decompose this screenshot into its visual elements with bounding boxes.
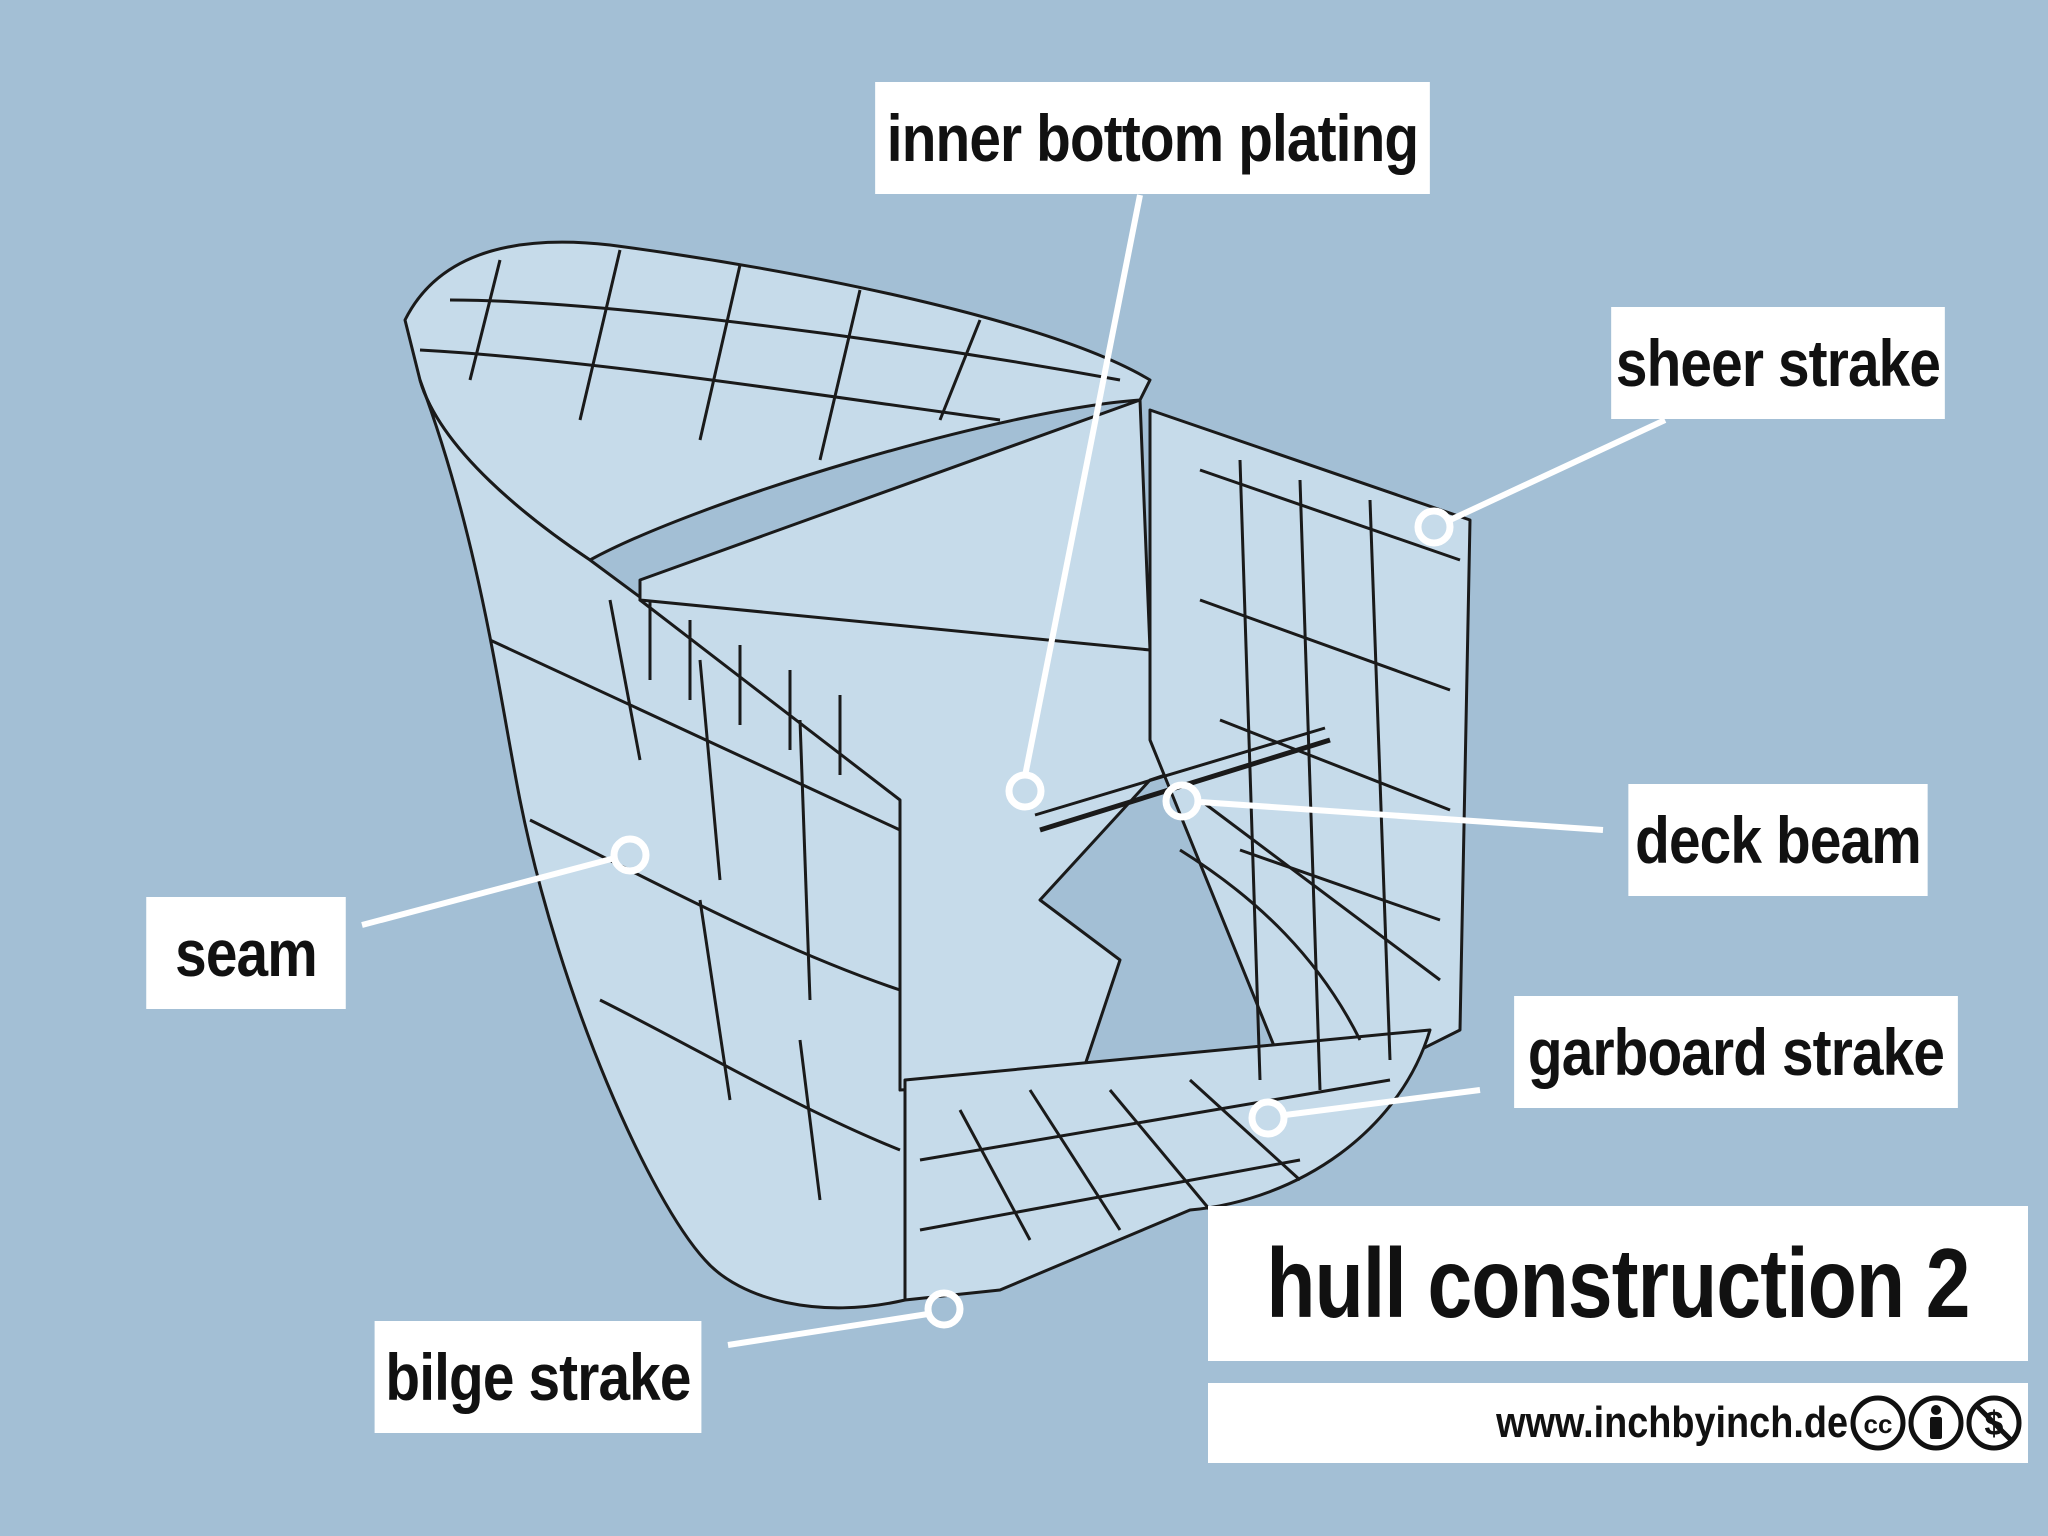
label-sheer-strake: sheer strake: [1611, 307, 1945, 419]
noncommercial-icon: $: [1966, 1395, 2022, 1451]
diagram-title: hull construction 2: [1266, 1228, 1970, 1338]
outer-shell: [418, 378, 907, 1310]
license-icons: cc $: [1850, 1395, 2022, 1451]
label-deck-beam: deck beam: [1628, 784, 1928, 896]
marker-deck-beam: [1162, 781, 1202, 821]
label-garboard-strake: garboard strake: [1514, 996, 1958, 1108]
marker-garboard-strake: [1248, 1098, 1288, 1138]
leader-deck-beam: [1199, 799, 1604, 833]
footer-box: www.inchbyinch.de cc $: [1208, 1383, 2028, 1463]
leader-lines: [361, 194, 1667, 1348]
leader-garboard-strake: [1284, 1087, 1481, 1118]
svg-text:cc: cc: [1864, 1409, 1893, 1439]
leader-markers: [610, 507, 1454, 1329]
leader-sheer-strake: [1448, 417, 1667, 523]
label-inner-bottom-plating: inner bottom plating: [875, 82, 1430, 194]
label-bilge-strake: bilge strake: [374, 1321, 702, 1433]
marker-seam: [610, 835, 650, 875]
marker-bilge-strake: [924, 1289, 964, 1329]
title-box: hull construction 2: [1208, 1206, 2028, 1361]
label-seam: seam: [146, 897, 346, 1009]
marker-inner-bottom-plating: [1005, 771, 1045, 811]
attribution-icon: [1908, 1395, 1964, 1451]
website-link[interactable]: www.inchbyinch.de: [1496, 1398, 1848, 1447]
leader-seam: [361, 855, 616, 928]
leader-inner-bottom-plating: [1022, 194, 1143, 777]
leader-bilge-strake: [727, 1311, 929, 1348]
hull-drawing: [403, 240, 1472, 1310]
marker-sheer-strake: [1414, 507, 1454, 547]
cc-icon: cc: [1850, 1395, 1906, 1451]
